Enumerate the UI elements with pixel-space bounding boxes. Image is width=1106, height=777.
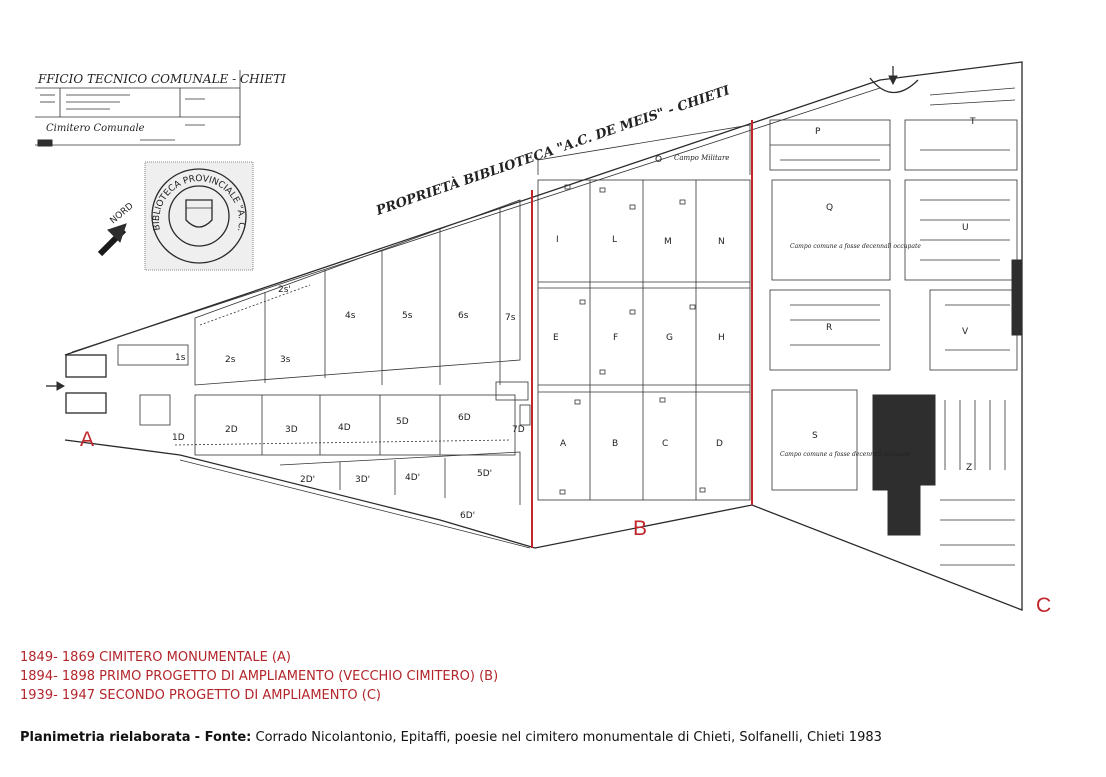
legend-years: 1849- 1869 [20, 650, 95, 665]
field-label: 1s [175, 353, 186, 363]
field-label: 6s [458, 311, 469, 321]
field-label: E [553, 333, 559, 343]
field-label: 4s [345, 311, 356, 321]
office-stamp: FFICIO TECNICO COMUNALE - CHIETI Cimiter… [35, 70, 286, 147]
field-label: 6D [458, 413, 471, 423]
legend-text: SECONDO PROGETTO DI AMPLIAMENTO (C) [99, 688, 382, 703]
zone-b-fields: I L M N E F G H A B C D O Campo Militare [537, 124, 751, 501]
legend-years: 1939- 1947 [20, 688, 95, 703]
legend-item-b: 1894- 1898 PRIMO PROGETTO DI AMPLIAMENTO… [20, 667, 498, 686]
field-label: L [612, 235, 617, 245]
field-label: 2D' [300, 475, 315, 485]
legend-text: PRIMO PROGETTO DI AMPLIAMENTO (VECCHIO C… [99, 669, 499, 684]
field-label: A [560, 439, 567, 449]
field-label: 3D' [355, 475, 370, 485]
field-label: 5D' [477, 469, 492, 479]
field-note: Campo comune a fosse decennali occupate [790, 243, 921, 250]
field-label: B [612, 439, 618, 449]
zone-dividers [531, 120, 753, 548]
field-label: D [716, 439, 723, 449]
cemetery-site-plan: FFICIO TECNICO COMUNALE - CHIETI Cimiter… [0, 0, 1051, 617]
field-label: Z [966, 463, 972, 473]
field-label: F [613, 333, 618, 343]
legend-years: 1894- 1898 [20, 669, 95, 684]
road-label: PROPRIETÀ BIBLIOTECA "A.C. DE MEIS" - CH… [373, 82, 733, 219]
legend-text: CIMITERO MONUMENTALE (A) [99, 650, 291, 665]
field-label: 7D [512, 425, 525, 435]
field-label: 7s [505, 313, 516, 323]
legend-item-c: 1939- 1947 SECONDO PROGETTO DI AMPLIAMEN… [20, 686, 498, 705]
field-note: Campo comune a fosse decennali occupate [780, 451, 911, 458]
zone-c-label: C [1036, 594, 1051, 617]
field-label: 1D [172, 433, 185, 443]
field-label: 3s [280, 355, 291, 365]
field-label: M [664, 237, 672, 247]
source-label: Planimetria rielaborata [20, 730, 191, 745]
field-label: 2s [225, 355, 236, 365]
library-seal: BIBLIOTECA PROVINCIALE "A. C. DE MEIS" C… [0, 0, 254, 271]
zone-b-label: B [633, 517, 647, 540]
field-label: V [962, 327, 969, 337]
cemetery-boundary [46, 61, 1023, 611]
field-label: 2D [225, 425, 238, 435]
field-label: 5D [396, 417, 409, 427]
north-label: NORD [109, 201, 136, 226]
zone-a-fields: 1s 2s 3s 4s 5s 6s 7s 1D 2D 3D 4D 5D 6D 7… [117, 199, 531, 521]
field-label: S [812, 431, 818, 441]
field-label: 3D [285, 425, 298, 435]
field-note: Campo Militare [674, 154, 729, 162]
field-label: 6D' [460, 511, 475, 521]
zone-c-fields: P T Q U R V S Z Campo comune a fosse dec… [769, 87, 1023, 566]
field-label: U [962, 223, 969, 233]
source-caption: Planimetria rielaborata - Fonte: Corrado… [20, 730, 882, 745]
stamp-title-text: Cimitero Comunale [46, 123, 145, 134]
field-label: 4D [338, 423, 351, 433]
zone-a-label: A [80, 428, 94, 451]
stamp-office-text: FFICIO TECNICO COMUNALE - CHIETI [37, 72, 286, 86]
field-label: H [718, 333, 725, 343]
field-label: Q [826, 203, 833, 213]
field-label: O [655, 155, 662, 165]
field-label: I [556, 235, 559, 245]
field-label: 2s' [278, 285, 291, 295]
source-prefix: - Fonte: [194, 730, 252, 745]
field-label: R [826, 323, 832, 333]
legend-item-a: 1849- 1869 CIMITERO MONUMENTALE (A) [20, 648, 498, 667]
field-label: P [815, 127, 821, 137]
legend: 1849- 1869 CIMITERO MONUMENTALE (A) 1894… [20, 648, 498, 705]
field-label: G [666, 333, 673, 343]
source-text: Corrado Nicolantonio, Epitaffi, poesie n… [255, 730, 882, 745]
field-label: T [969, 117, 976, 127]
field-label: C [662, 439, 668, 449]
field-label: N [718, 237, 725, 247]
field-label: 4D' [405, 473, 420, 483]
north-arrow: NORD [97, 201, 136, 257]
field-label: 5s [402, 311, 413, 321]
